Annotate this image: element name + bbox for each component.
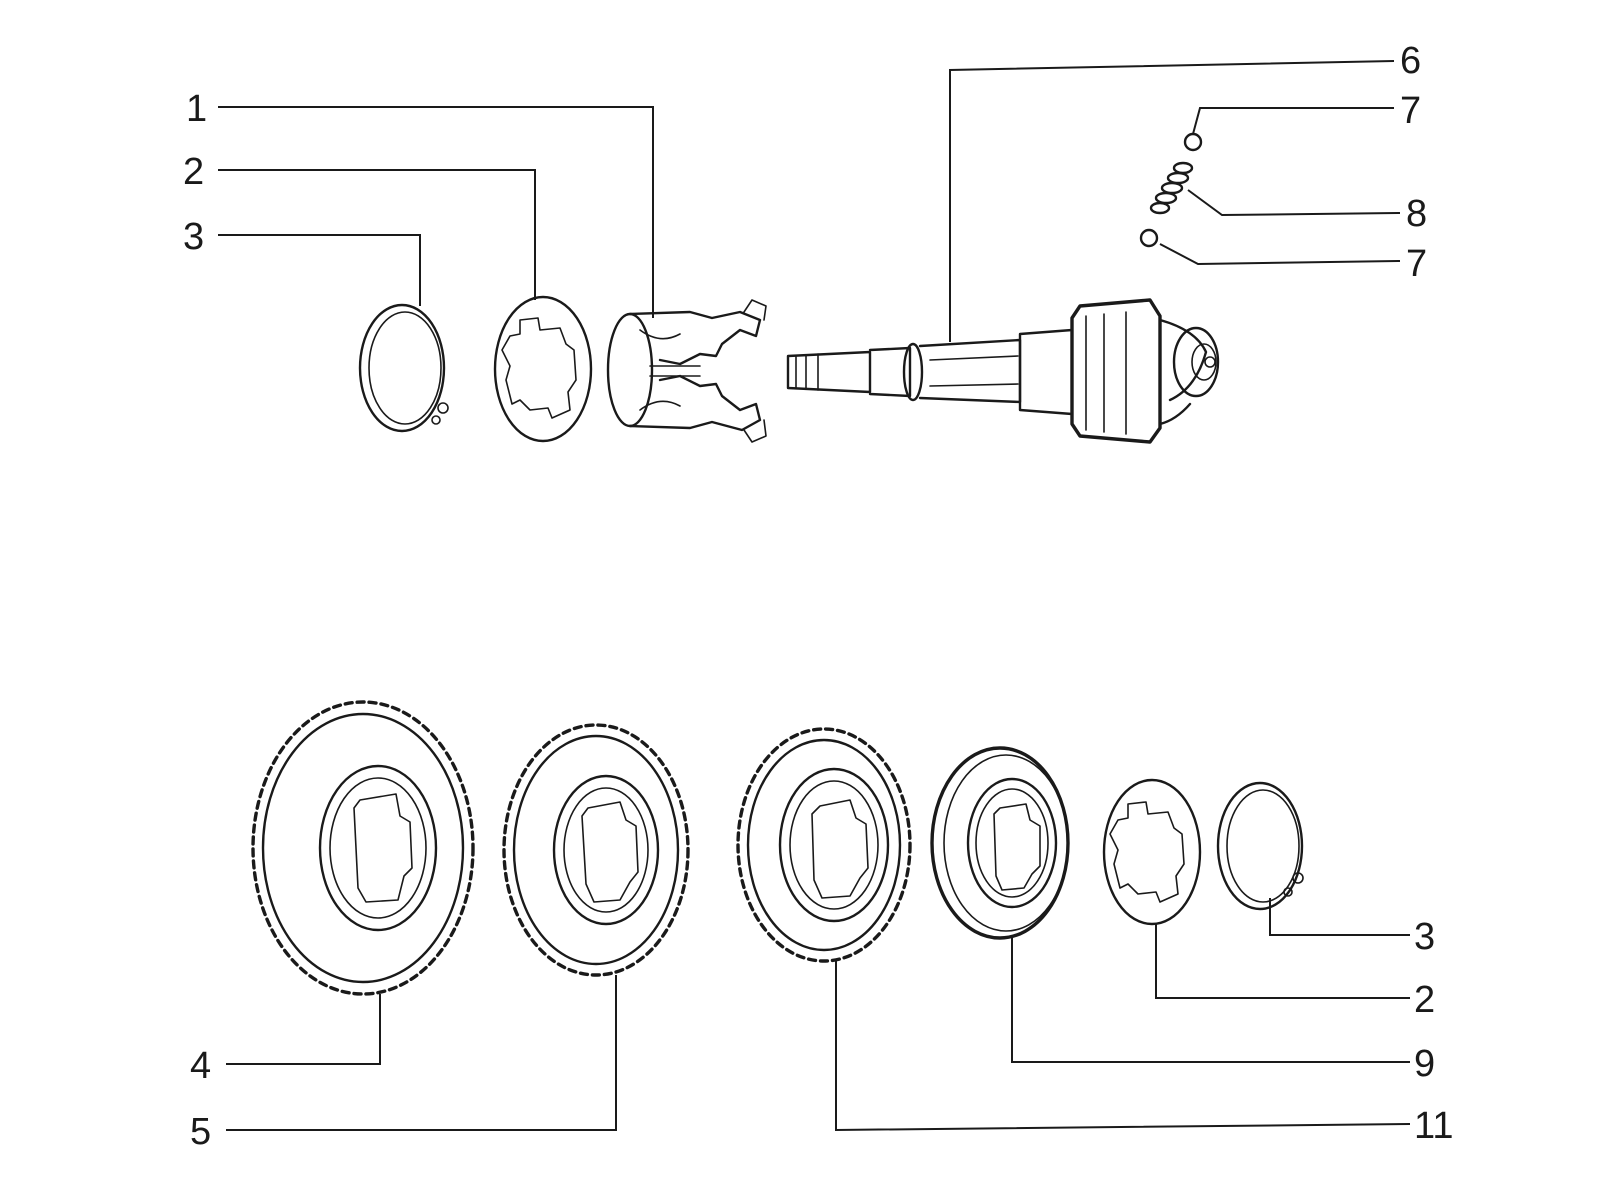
gear-medium (502, 723, 690, 977)
gear-large (251, 700, 475, 996)
callout-3-bottom: 3 (1414, 916, 1435, 958)
leader-7-bottom (1159, 243, 1401, 266)
callout-2-top: 2 (183, 151, 204, 193)
circlip-bottom (1216, 781, 1304, 911)
main-shaft (786, 298, 1220, 444)
callout-7-top: 7 (1400, 90, 1421, 132)
leader-3-top (218, 234, 421, 306)
detent-ball-top (1183, 132, 1203, 152)
leader-3-bottom (1269, 898, 1410, 936)
leader-7-top (1192, 107, 1394, 135)
callout-8: 8 (1406, 193, 1427, 235)
callout-1: 1 (186, 88, 207, 130)
callout-6: 6 (1400, 40, 1421, 82)
callout-2-bottom: 2 (1414, 979, 1435, 1021)
leader-8 (1187, 189, 1401, 217)
callout-9: 9 (1414, 1043, 1435, 1085)
leader-11 (835, 961, 1411, 1132)
selector-sleeve (606, 299, 767, 443)
callout-11: 11 (1414, 1105, 1453, 1147)
detent-spring (1149, 161, 1194, 215)
leader-1 (218, 106, 654, 318)
leader-9 (1011, 938, 1410, 1063)
leader-6 (949, 60, 1395, 342)
circlip-top (358, 303, 449, 433)
leader-4 (226, 994, 381, 1065)
callout-7-bottom: 7 (1406, 243, 1427, 285)
collar-ring (930, 746, 1070, 940)
leader-2-bottom (1155, 924, 1410, 999)
callout-5: 5 (190, 1111, 211, 1153)
shim-washer-bottom (1102, 778, 1202, 926)
callout-4: 4 (190, 1045, 211, 1087)
callout-3-top: 3 (183, 216, 204, 258)
gear-small (736, 727, 912, 963)
detent-ball-bottom (1139, 228, 1159, 248)
leader-5 (226, 975, 617, 1131)
shim-washer-top (493, 295, 593, 443)
leader-2-top (218, 169, 536, 300)
